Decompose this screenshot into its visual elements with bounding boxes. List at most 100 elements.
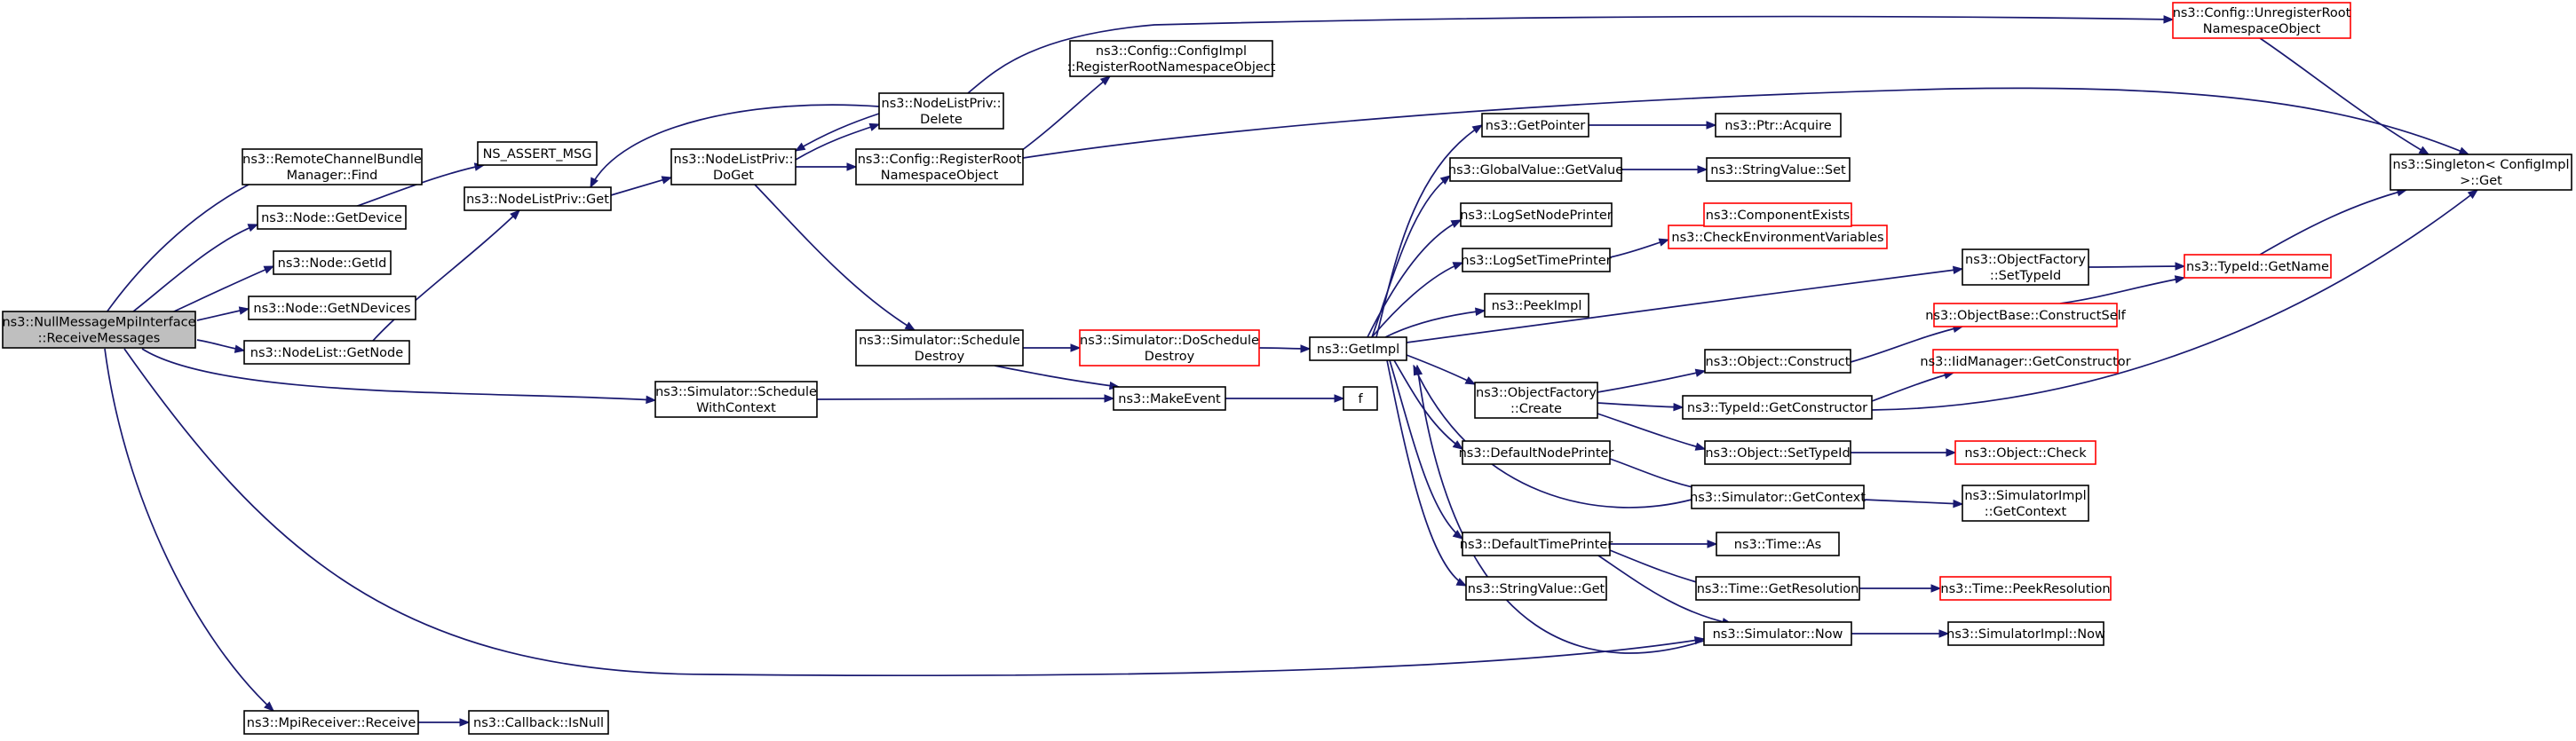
node-label: ns3::Time::As <box>1734 538 1821 552</box>
node-label: ns3::Time::GetResolution <box>1697 582 1859 596</box>
call-edge <box>372 209 520 342</box>
call-edge <box>1375 124 1484 338</box>
call-edge <box>1406 354 1477 385</box>
arrowhead <box>1414 364 1423 376</box>
node-box <box>1715 113 1842 138</box>
graph-node-nlpdelete[interactable]: ns3::NodeListPriv::Delete <box>878 92 1004 130</box>
call-edge <box>1384 307 1486 338</box>
edge-line <box>1609 549 1710 587</box>
graph-node-typeidgetname[interactable]: ns3::TypeId::GetName <box>2184 254 2332 279</box>
graph-node-ptracquire[interactable]: ns3::Ptr::Acquire <box>1715 113 1842 138</box>
node-box <box>248 296 416 320</box>
graph-node-defnodeprinter[interactable]: ns3::DefaultNodePrinter <box>1459 440 1614 465</box>
arrowhead <box>590 177 598 189</box>
arrowhead <box>234 344 246 353</box>
graph-node-compexists[interactable]: ns3::ComponentExists <box>1703 202 1852 227</box>
graph-node-objbaseconstruct[interactable]: ns3::ObjectBase::ConstructSelf <box>1925 303 2127 327</box>
edge-line <box>1020 75 1111 152</box>
node-label: ns3::ComponentExists <box>1706 209 1851 223</box>
edge-line <box>1597 413 1706 450</box>
graph-node-nodegetid[interactable]: ns3::Node::GetId <box>273 250 392 275</box>
graph-node-getdevice[interactable]: ns3::Node::GetDevice <box>257 205 407 230</box>
node-label: ::RegisterRootNamespaceObject <box>1067 60 1276 75</box>
node-label: ns3::ObjectFactory <box>1965 253 2086 267</box>
graph-node-root[interactable]: ns3::NullMessageMpiInterface::ReceiveMes… <box>2 311 196 349</box>
graph-node-objfactsettid[interactable]: ns3::ObjectFactory::SetTypeId <box>1962 248 2089 286</box>
arrowhead <box>1452 529 1464 540</box>
graph-node-peekimpl[interactable]: ns3::PeekImpl <box>1484 293 1589 318</box>
graph-node-simimplgetctx[interactable]: ns3::SimulatorImpl::GetContext <box>1962 485 2089 522</box>
edge-line <box>1375 124 1483 338</box>
edge-line <box>1406 268 1963 343</box>
graph-node-iidmgr[interactable]: ns3::IidManager::GetConstructor <box>1920 349 2131 374</box>
graph-node-logsetnode[interactable]: ns3::LogSetNodePrinter <box>1460 202 1613 227</box>
edge-line <box>1871 189 2478 411</box>
graph-node-timeas[interactable]: ns3::Time::As <box>1716 532 1840 556</box>
graph-node-isnull[interactable]: ns3::Callback::IsNull <box>468 710 609 735</box>
graph-node-objcheck[interactable]: ns3::Object::Check <box>1954 440 2096 465</box>
graph-node-getndevices[interactable]: ns3::Node::GetNDevices <box>248 296 416 320</box>
graph-node-mpirecv[interactable]: ns3::MpiReceiver::Receive <box>243 710 419 735</box>
call-edge <box>196 339 246 353</box>
graph-node-regroot[interactable]: ns3::Config::RegisterRootNamespaceObject <box>855 148 1024 185</box>
graph-node-f[interactable]: f <box>1343 386 1378 411</box>
arrowhead <box>459 718 471 727</box>
node-box <box>1932 349 2119 374</box>
graph-node-timegetres[interactable]: ns3::Time::GetResolution <box>1695 576 1860 601</box>
graph-node-gvgetvalue[interactable]: ns3::GlobalValue::GetValue <box>1448 157 1623 182</box>
graph-node-timepeekres[interactable]: ns3::Time::PeekResolution <box>1939 576 2112 601</box>
call-edge <box>2059 275 2186 304</box>
arrowhead <box>794 142 806 152</box>
node-box <box>1462 248 1611 272</box>
graph-node-checkenv[interactable]: ns3::CheckEnvironmentVariables <box>1668 225 1888 249</box>
node-box <box>1706 157 1851 182</box>
graph-node-doget[interactable]: ns3::NodeListPriv::DoGet <box>670 148 797 185</box>
arrowhead <box>1930 584 1942 593</box>
node-label: ns3::DefaultTimePrinter <box>1460 538 1613 552</box>
graph-node-svget[interactable]: ns3::StringValue::Get <box>1465 576 1607 601</box>
node-label: ns3::MakeEvent <box>1118 392 1221 406</box>
node-label: ns3::LogSetNodePrinter <box>1460 209 1613 223</box>
arrowhead <box>263 265 275 274</box>
graph-node-objfactcreate[interactable]: ns3::ObjectFactory::Create <box>1474 382 1598 419</box>
graph-node-objconstruct[interactable]: ns3::Object::Construct <box>1704 349 1851 374</box>
call-edge <box>1371 175 1452 338</box>
node-box <box>477 141 598 166</box>
node-label: ns3::Object::Construct <box>1706 355 1851 369</box>
graph-node-getpointer[interactable]: ns3::GetPointer <box>1481 113 1589 138</box>
graph-node-simnow[interactable]: ns3::Simulator::Now <box>1703 621 1852 646</box>
edge-line <box>1371 175 1451 338</box>
graph-node-nodelistgetnode[interactable]: ns3::NodeList::GetNode <box>243 340 410 365</box>
node-label: ns3::NodeListPriv::Get <box>466 193 609 207</box>
call-edge <box>994 365 1121 390</box>
graph-node-typeidgetctor[interactable]: ns3::TypeId::GetConstructor <box>1682 395 1873 420</box>
graph-node-nlpget[interactable]: ns3::NodeListPriv::Get <box>464 186 612 211</box>
node-box <box>1462 532 1611 556</box>
graph-node-nsassert[interactable]: NS_ASSERT_MSG <box>477 141 598 166</box>
graph-node-getimpl[interactable]: ns3::GetImpl <box>1309 336 1407 361</box>
graph-node-makeevent[interactable]: ns3::MakeEvent <box>1113 386 1226 411</box>
node-box <box>654 381 818 418</box>
graph-node-deftimeprinter[interactable]: ns3::DefaultTimePrinter <box>1460 532 1613 556</box>
graph-node-objsettid[interactable]: ns3::Object::SetTypeId <box>1704 440 1851 465</box>
graph-node-svset[interactable]: ns3::StringValue::Set <box>1706 157 1851 182</box>
graph-node-logsettime[interactable]: ns3::LogSetTimePrinter <box>1461 248 1612 272</box>
edge-line <box>1597 402 1684 408</box>
arrowhead <box>2418 146 2430 155</box>
node-label: ns3::Singleton< ConfigImpl <box>2393 158 2570 172</box>
graph-node-simgetcontext[interactable]: ns3::Simulator::GetContext <box>1690 485 1866 509</box>
graph-node-simimplnow[interactable]: ns3::SimulatorImpl::Now <box>1946 621 2105 646</box>
node-box <box>468 710 609 735</box>
graph-node-cfgimplreg[interactable]: ns3::Config::ConfigImpl::RegisterRootNam… <box>1067 40 1276 77</box>
graph-node-unregroot[interactable]: ns3::Config::UnregisterRootNamespaceObje… <box>2172 2 2351 39</box>
arrowhead <box>904 321 916 331</box>
graph-node-singleton[interactable]: ns3::Singleton< ConfigImpl>::Get <box>2390 154 2572 191</box>
node-label: Destroy <box>1145 350 1195 364</box>
edge-line <box>1863 499 1963 505</box>
call-edge <box>1597 402 1684 412</box>
